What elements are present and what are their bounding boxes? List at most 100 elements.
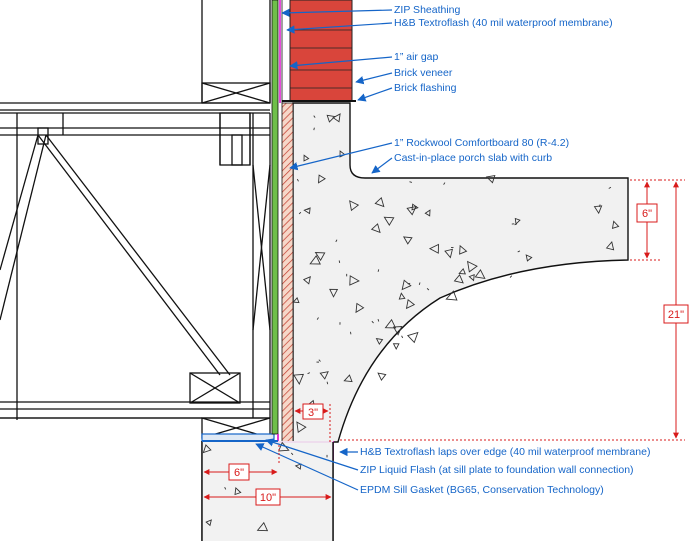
aggregate-fleck — [426, 288, 430, 291]
aggregate-stone — [401, 279, 412, 291]
aggregate-fleck — [224, 487, 227, 490]
aggregate-stone — [384, 318, 397, 329]
sill-plate — [201, 433, 275, 442]
label-textroflash-laps: H&B Textroflash laps over edge (40 mil w… — [360, 446, 650, 458]
dimension-foundation-width: 10" — [255, 488, 281, 506]
aggregate-fleck — [418, 282, 421, 286]
aggregate-stone — [459, 244, 468, 255]
aggregate-fleck — [335, 239, 338, 243]
aggregate-stone — [402, 236, 413, 245]
aggregate-fleck — [318, 359, 321, 362]
aggregate-stone — [383, 216, 395, 226]
aggregate-stone — [349, 200, 360, 212]
aggregate-fleck — [307, 372, 311, 375]
aggregate-stone — [319, 371, 329, 380]
aggregate-stone — [234, 486, 242, 496]
label-zip-sheathing: ZIP Sheathing — [394, 4, 461, 16]
rockwool-insulation — [281, 102, 294, 443]
aggregate-stone — [485, 175, 496, 184]
aggregate-stone — [405, 298, 416, 310]
aggregate-fleck — [296, 178, 299, 182]
aggregate-fleck — [290, 452, 294, 456]
aggregate-fleck — [509, 275, 513, 278]
label-slab: Cast-in-place porch slab with curb — [394, 152, 552, 164]
aggregate-stone — [392, 326, 403, 336]
wall-framing — [0, 0, 271, 439]
aggregate-stone — [205, 519, 212, 527]
aggregate-stone — [406, 331, 419, 344]
aggregate-stone — [514, 217, 521, 225]
aggregate-fleck — [298, 211, 302, 215]
aggregate-stone — [611, 220, 620, 229]
aggregate-stone — [424, 209, 431, 217]
aggregate-fleck — [316, 317, 319, 320]
aggregate-stone — [474, 269, 486, 279]
label-brick-flashing: Brick flashing — [394, 82, 457, 94]
aggregate-stone — [294, 463, 302, 470]
concrete-aggregate — [202, 113, 620, 532]
label-air-gap: 1” air gap — [394, 51, 439, 63]
aggregate-stone — [293, 373, 304, 385]
aggregate-fleck — [377, 318, 380, 322]
aggregate-stone — [332, 113, 341, 123]
aggregate-stone — [202, 444, 212, 454]
svg-text:6": 6" — [234, 467, 244, 479]
svg-text:21": 21" — [668, 309, 684, 321]
aggregate-stone — [458, 267, 466, 275]
aggregate-stone — [302, 276, 311, 285]
dimension-slab-total: 21" — [663, 304, 689, 324]
aggregate-stone — [303, 207, 311, 215]
dimension-foundation-offset: 6" — [228, 463, 250, 481]
aggregate-stone — [303, 154, 310, 162]
label-textroflash: H&B Textroflash (40 mil waterproof membr… — [394, 17, 613, 29]
aggregate-fleck — [313, 127, 315, 131]
aggregate-stone — [377, 372, 387, 381]
aggregate-stone — [375, 338, 384, 345]
aggregate-stone — [374, 196, 385, 208]
label-zip-liquid-flash: ZIP Liquid Flash (at sill plate to found… — [360, 464, 634, 476]
aggregate-fleck — [443, 182, 446, 185]
aggregate-stone — [256, 521, 269, 532]
aggregate-fleck — [338, 260, 341, 264]
aggregate-stone — [444, 248, 454, 259]
aggregate-stone — [329, 288, 339, 298]
aggregate-stone — [296, 421, 307, 433]
aggregate-stone — [468, 274, 475, 282]
aggregate-stone — [398, 292, 406, 300]
aggregate-stone — [355, 302, 365, 314]
aggregate-stone — [428, 243, 439, 254]
aggregate-stone — [453, 273, 464, 284]
aggregate-stone — [593, 205, 603, 215]
callouts — [255, 8, 393, 491]
label-rockwool: 1” Rockwool Comfortboard 80 (R-4.2) — [394, 137, 569, 149]
aggregate-fleck — [326, 381, 329, 385]
aggregate-stone — [343, 374, 353, 383]
aggregate-stone — [392, 343, 400, 350]
label-brick-veneer: Brick veneer — [394, 67, 453, 79]
svg-text:10": 10" — [260, 492, 276, 504]
aggregate-fleck — [401, 335, 404, 339]
svg-text:6": 6" — [642, 208, 652, 220]
aggregate-stone — [406, 205, 417, 216]
brick-veneer — [289, 0, 353, 102]
svg-text:3": 3" — [308, 407, 318, 419]
aggregate-stone — [525, 254, 533, 262]
aggregate-stone — [349, 275, 360, 286]
aggregate-fleck — [409, 181, 413, 183]
aggregate-stone — [326, 114, 336, 123]
aggregate-fleck — [517, 250, 521, 253]
aggregate-stone — [467, 260, 478, 273]
aggregate-fleck — [514, 223, 518, 226]
aggregate-stone — [309, 254, 321, 265]
aggregate-stone — [370, 223, 381, 234]
aggregate-fleck — [371, 320, 374, 324]
aggregate-fleck — [313, 115, 316, 118]
aggregate-stone — [317, 174, 326, 184]
aggregate-stone — [605, 241, 615, 251]
aggregate-fleck — [598, 204, 601, 208]
dimension-curb: 6" — [636, 203, 658, 223]
label-epdm-gasket: EPDM Sill Gasket (BG65, Conservation Tec… — [360, 484, 604, 496]
aggregate-stone — [292, 297, 300, 304]
dimension-rockwool-gap: 3" — [302, 403, 324, 420]
